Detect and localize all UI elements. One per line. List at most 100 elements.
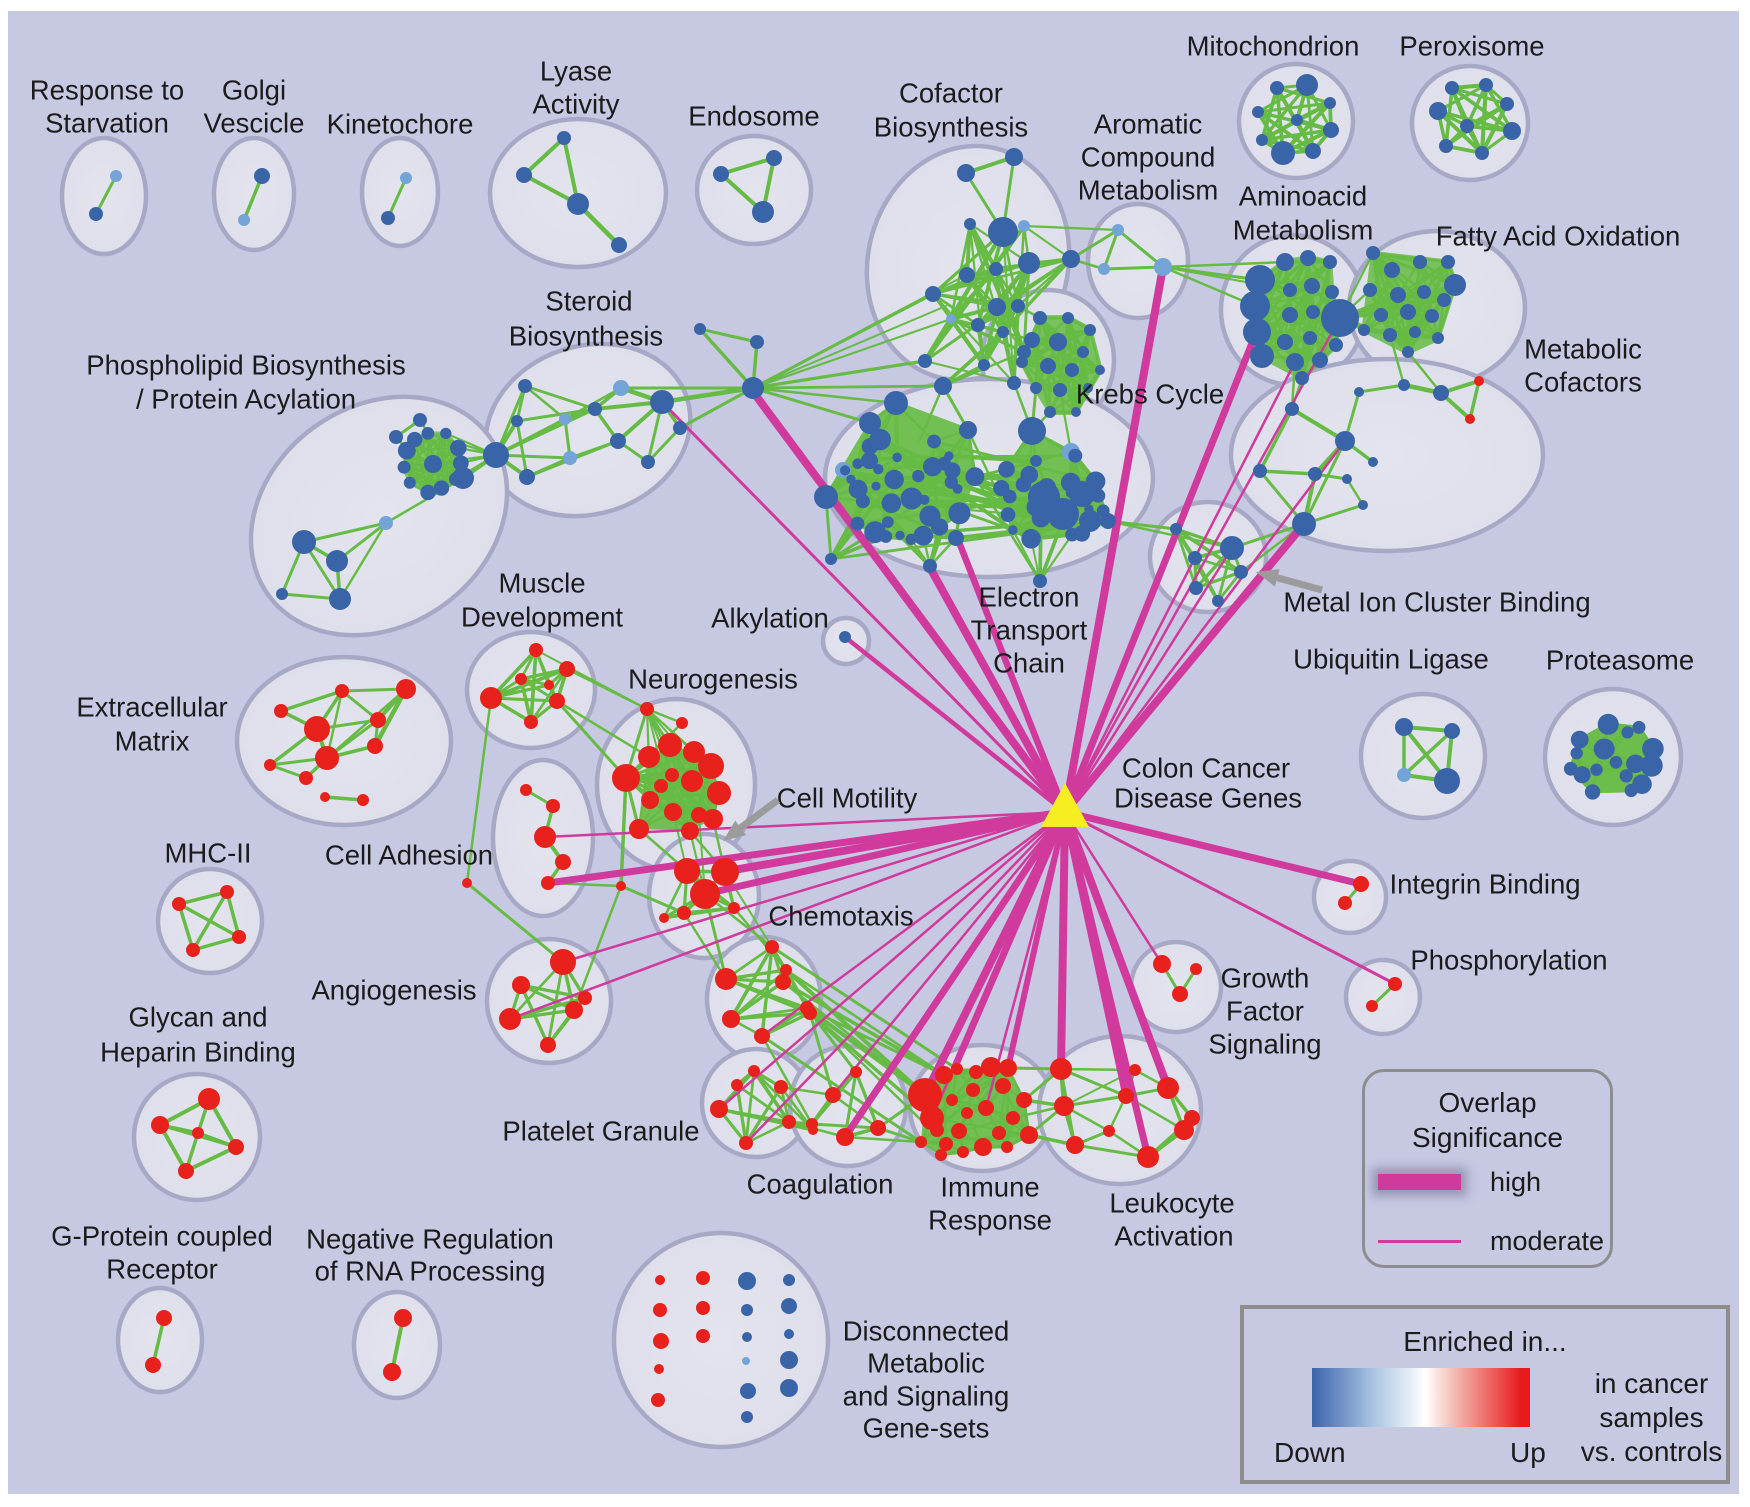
gene-set-node[interactable] [110, 170, 122, 182]
gene-set-node[interactable] [1474, 376, 1484, 386]
gene-set-node[interactable] [178, 1163, 194, 1179]
gene-set-node[interactable] [825, 1087, 841, 1103]
gene-set-node[interactable] [1584, 784, 1601, 800]
gene-set-node[interactable] [1256, 134, 1268, 146]
gene-set-node[interactable] [840, 465, 851, 476]
gene-set-node[interactable] [951, 1063, 963, 1075]
gene-set-node[interactable] [1016, 356, 1028, 368]
gene-set-node[interactable] [1098, 263, 1110, 275]
gene-set-node[interactable] [1366, 1000, 1378, 1012]
gene-set-node[interactable] [989, 262, 1003, 276]
gene-set-node[interactable] [715, 968, 737, 990]
gene-set-node[interactable] [1037, 478, 1057, 497]
gene-set-node[interactable] [944, 475, 958, 489]
gene-set-node[interactable] [1291, 114, 1303, 126]
gene-set-node[interactable] [1475, 146, 1489, 160]
gene-set-node[interactable] [555, 854, 571, 870]
gene-set-node[interactable] [800, 1001, 814, 1015]
gene-set-node[interactable] [1619, 769, 1633, 783]
gene-set-node[interactable] [519, 469, 535, 485]
gene-set-node[interactable] [651, 1393, 665, 1407]
gene-set-node[interactable] [1184, 1110, 1200, 1126]
gene-set-node[interactable] [397, 460, 411, 474]
gene-set-node[interactable] [420, 484, 436, 501]
gene-set-node[interactable] [299, 771, 313, 785]
gene-set-node[interactable] [1026, 497, 1046, 517]
gene-set-node[interactable] [1220, 536, 1244, 560]
gene-set-node[interactable] [825, 553, 837, 565]
gene-set-node[interactable] [707, 781, 731, 805]
gene-set-node[interactable] [1626, 754, 1645, 774]
gene-set-node[interactable] [1441, 255, 1455, 269]
gene-set-node[interactable] [923, 559, 937, 573]
gene-set-node[interactable] [1500, 97, 1514, 111]
gene-set-node[interactable] [1271, 141, 1295, 165]
gene-set-node[interactable] [993, 480, 1010, 497]
gene-set-node[interactable] [1084, 504, 1094, 514]
gene-set-node[interactable] [978, 1100, 994, 1116]
gene-set-node[interactable] [557, 131, 571, 145]
gene-set-node[interactable] [613, 380, 629, 396]
gene-set-node[interactable] [549, 693, 565, 709]
gene-set-node[interactable] [870, 1120, 886, 1136]
gene-set-node[interactable] [1398, 379, 1410, 391]
gene-set-node[interactable] [1439, 139, 1453, 153]
gene-set-node[interactable] [452, 455, 469, 471]
gene-set-node[interactable] [1085, 471, 1106, 492]
gene-set-node[interactable] [565, 1001, 583, 1019]
gene-set-node[interactable] [1021, 529, 1041, 549]
gene-set-node[interactable] [1277, 334, 1293, 350]
gene-set-node[interactable] [541, 876, 555, 890]
gene-set-node[interactable] [978, 359, 990, 371]
gene-set-node[interactable] [995, 1078, 1011, 1094]
gene-set-node[interactable] [1444, 723, 1460, 739]
gene-set-node[interactable] [839, 631, 851, 643]
gene-set-node[interactable] [1413, 255, 1427, 269]
gene-set-node[interactable] [998, 461, 1015, 478]
gene-set-node[interactable] [156, 1310, 172, 1326]
gene-set-node[interactable] [1640, 754, 1663, 777]
gene-set-node[interactable] [276, 588, 288, 600]
gene-set-node[interactable] [999, 1059, 1017, 1077]
gene-set-node[interactable] [765, 940, 779, 954]
gene-set-node[interactable] [861, 438, 879, 455]
gene-set-node[interactable] [895, 530, 905, 541]
gene-set-node[interactable] [1084, 324, 1096, 336]
gene-set-node[interactable] [192, 1127, 204, 1139]
gene-set-node[interactable] [659, 913, 669, 923]
gene-set-node[interactable] [1170, 523, 1182, 535]
gene-set-node[interactable] [1066, 1136, 1084, 1154]
gene-set-node[interactable] [1270, 81, 1284, 95]
gene-set-node[interactable] [1018, 220, 1030, 232]
gene-set-node[interactable] [1286, 353, 1304, 371]
gene-set-node[interactable] [850, 516, 865, 531]
gene-set-node[interactable] [879, 530, 893, 543]
gene-set-node[interactable] [1024, 332, 1040, 348]
gene-set-node[interactable] [1103, 1125, 1115, 1137]
gene-set-node[interactable] [329, 588, 351, 610]
gene-set-node[interactable] [264, 759, 276, 771]
gene-set-node[interactable] [1335, 431, 1355, 451]
gene-set-node[interactable] [559, 661, 575, 677]
gene-set-node[interactable] [1062, 312, 1074, 324]
gene-set-node[interactable] [694, 323, 706, 335]
gene-set-node[interactable] [654, 779, 668, 793]
gene-set-node[interactable] [1065, 527, 1079, 542]
gene-set-node[interactable] [1425, 309, 1439, 323]
gene-set-node[interactable] [1597, 713, 1619, 735]
gene-set-node[interactable] [965, 467, 985, 487]
gene-set-node[interactable] [1016, 1092, 1032, 1108]
gene-set-node[interactable] [641, 791, 659, 809]
gene-set-node[interactable] [780, 1379, 798, 1397]
gene-set-node[interactable] [913, 525, 933, 546]
gene-set-node[interactable] [516, 167, 532, 183]
gene-set-node[interactable] [274, 704, 288, 718]
gene-set-node[interactable] [1292, 512, 1316, 536]
gene-set-node[interactable] [711, 858, 739, 886]
gene-set-node[interactable] [1479, 78, 1493, 92]
gene-set-node[interactable] [681, 770, 703, 792]
gene-set-node[interactable] [1593, 738, 1615, 760]
gene-set-node[interactable] [1057, 516, 1068, 527]
gene-set-node[interactable] [731, 1079, 743, 1091]
gene-set-node[interactable] [992, 1126, 1006, 1140]
